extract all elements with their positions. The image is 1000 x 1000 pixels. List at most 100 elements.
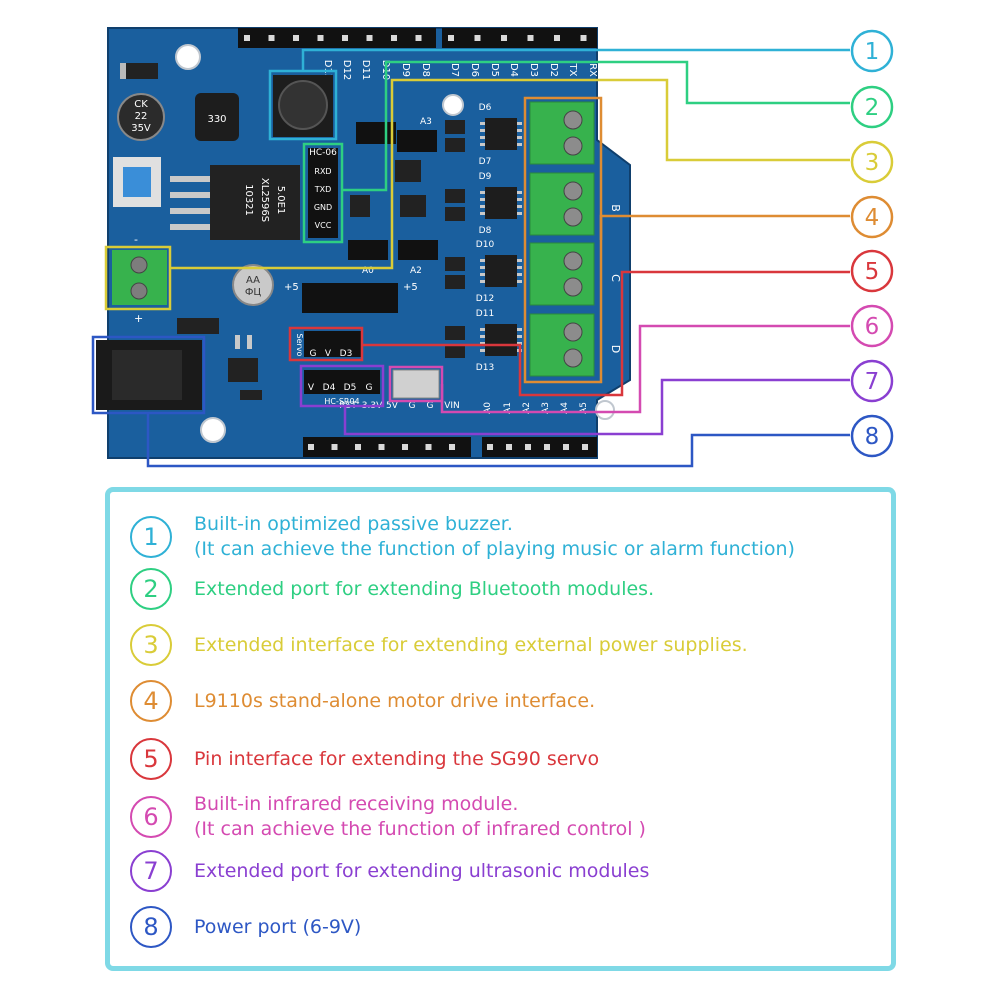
pin-block: [397, 130, 437, 152]
callout-leader-lines: [146, 48, 850, 468]
diode-label: D9: [479, 172, 492, 182]
chip-pins: [170, 192, 210, 198]
legend-box: 1 Built-in optimized passive buzzer. (It…: [105, 487, 896, 971]
terminal-screw: [563, 110, 583, 130]
smd-part: [445, 344, 465, 358]
smd-part: [235, 335, 240, 349]
leader-line-4: [599, 214, 850, 240]
chip-pins: [170, 208, 210, 214]
chip-pin: [480, 122, 485, 125]
bottom-header-label: A0: [483, 402, 493, 414]
motor-terminal: [529, 313, 595, 377]
ultrasonic-pin-d5: D5: [344, 383, 357, 393]
legend-text-3: Extended interface for extending externa…: [194, 633, 748, 656]
chip-pin: [517, 212, 522, 215]
mounting-hole: [442, 94, 464, 116]
callout-number-7: 7: [865, 369, 880, 395]
header-pin: [487, 444, 493, 450]
pin-block: [302, 283, 398, 313]
servo-pin-d3: D3: [340, 349, 353, 359]
chip-pin: [480, 136, 485, 139]
terminal-screw: [563, 277, 583, 297]
buzzer: [278, 80, 328, 130]
electrolytic-capacitor-2: [232, 264, 274, 306]
pin-block: [348, 240, 388, 260]
chip-pins: [170, 176, 210, 182]
bottom-header-right: [482, 437, 597, 457]
pin-block: [398, 240, 438, 260]
chip-pin: [517, 259, 522, 262]
legend-item-5: 5 Pin interface for extending the SG90 s…: [130, 738, 599, 780]
bottom-header-label: A2: [522, 402, 532, 414]
leader-line-2: [342, 60, 850, 192]
pin-label-a2: A2: [410, 266, 422, 276]
terminal-screw: [563, 322, 583, 342]
top-header-label: D8: [420, 63, 431, 77]
terminal-screw: [563, 136, 583, 156]
smd-diode-band: [120, 63, 126, 79]
pin-label-a0: A0: [362, 266, 374, 276]
callout-number-4: 4: [865, 205, 880, 231]
regulator-chip: [210, 165, 300, 240]
small-ic: [400, 195, 426, 217]
smd-part: [445, 138, 465, 152]
chip-pins: [170, 224, 210, 230]
ultrasonic-header-highlight: [299, 364, 385, 408]
callout-circle-3: [850, 140, 894, 184]
header-pin: [580, 35, 587, 41]
bluetooth-pin-gnd: GND: [314, 203, 332, 212]
callout-circle-1: [850, 29, 894, 73]
diode-label: D13: [476, 363, 494, 373]
servo-pin-v: V: [325, 349, 332, 359]
callout-circle-7: [850, 359, 894, 403]
small-ic: [350, 195, 370, 217]
chip-pin: [480, 328, 485, 331]
bottom-header-label: A3: [541, 402, 551, 414]
legend-item-1: 1 Built-in optimized passive buzzer. (It…: [130, 512, 795, 562]
motor-channel-label: C: [609, 274, 622, 282]
header-pin: [331, 444, 338, 450]
legend-number-6: 6: [130, 796, 172, 838]
smd-part: [445, 275, 465, 289]
motor-channel-label: D: [609, 345, 622, 353]
header-pin: [544, 444, 550, 450]
header-pin: [308, 444, 314, 450]
legend-item-8: 8 Power port (6-9V): [130, 906, 361, 948]
reset-button: [123, 167, 151, 197]
header-pin: [582, 444, 588, 450]
header-pin: [317, 35, 324, 41]
legend-text-1: Built-in optimized passive buzzer. (It c…: [194, 513, 795, 560]
terminal-screw: [563, 207, 583, 227]
chip-pin: [480, 266, 485, 269]
header-pin: [378, 444, 385, 450]
callout-circle-4: [850, 195, 894, 239]
chip-pin: [480, 143, 485, 146]
smd-part: [445, 257, 465, 271]
header-pin: [391, 35, 397, 41]
callout-number-1: 1: [865, 39, 880, 65]
header-pin: [244, 35, 250, 41]
callout-circle-5: [850, 249, 894, 293]
bottom-header-label: G: [409, 401, 416, 411]
top-header-label: D6: [469, 63, 480, 77]
bottom-header-label: 5V: [386, 401, 399, 411]
header-pin: [506, 444, 512, 450]
chip-pin: [517, 198, 522, 201]
l9110-chip: [485, 255, 517, 287]
leader-line-1: [301, 48, 850, 71]
header-pin: [525, 444, 531, 450]
diode-label: D8: [479, 226, 492, 236]
legend-text-2: Extended port for extending Bluetooth mo…: [194, 577, 655, 600]
ultrasonic-pin-g: G: [366, 383, 373, 393]
callout-number-8: 8: [865, 424, 880, 450]
top-header-right: [442, 28, 597, 48]
top-header-label: D5: [489, 63, 500, 77]
leader-line-6: [440, 324, 850, 414]
terminal-screw: [563, 251, 583, 271]
top-header-label: D12: [341, 60, 352, 80]
cap2-label-2: ФЦ: [245, 287, 262, 298]
chip-pin: [480, 129, 485, 132]
chip-pin: [480, 273, 485, 276]
chip-pin: [517, 342, 522, 345]
